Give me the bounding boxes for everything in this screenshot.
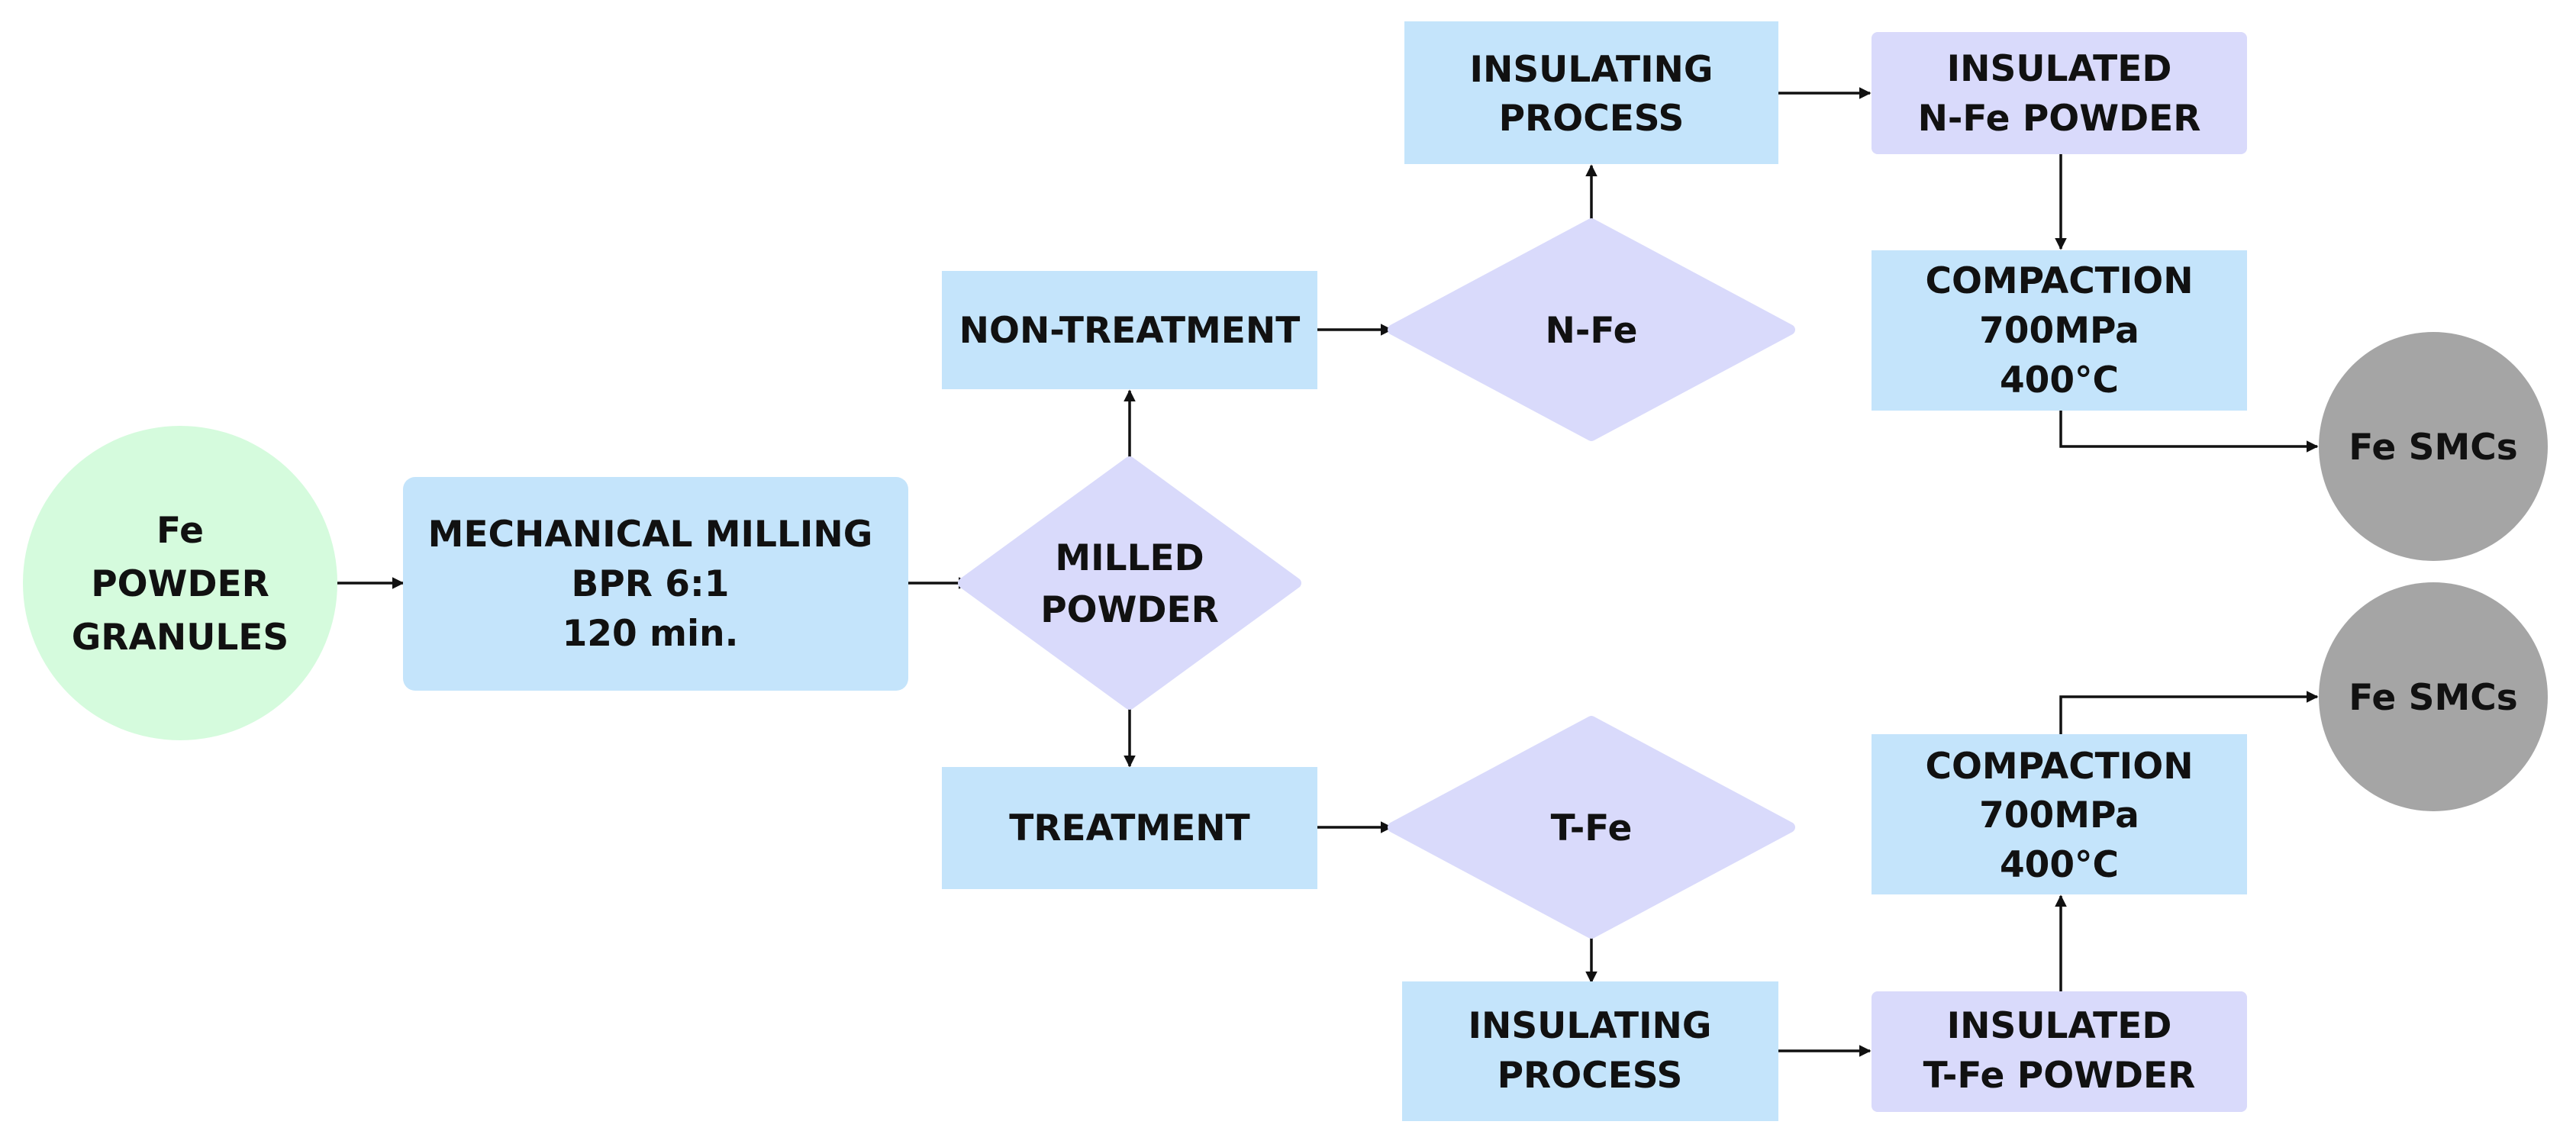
- start-circle: [23, 426, 337, 740]
- compaction-top-box: [1872, 250, 2247, 411]
- milled-diamond: [958, 456, 1301, 710]
- milled-label-line1: MILLED: [1055, 537, 1204, 579]
- insulating-bottom-node: INSULATING PROCESS: [1402, 981, 1778, 1121]
- insulating-top-box: [1404, 21, 1778, 164]
- compaction-bottom-label-line3: 400°C: [2000, 844, 2119, 886]
- compaction-bottom-label-line1: COMPACTION: [1925, 746, 2193, 788]
- milled-label-line2: POWDER: [1040, 589, 1219, 631]
- insulating-top-label-line2: PROCESS: [1499, 98, 1685, 140]
- arrow-compaction-bottom-to-smc-bottom: [2059, 691, 2319, 734]
- compaction-top-label-line2: 700MPa: [1979, 310, 2139, 352]
- insulated-n-box: [1872, 32, 2247, 154]
- n-fe-diamond: [1388, 218, 1795, 441]
- insulating-top-label-line1: INSULATING: [1470, 49, 1714, 91]
- smc-bottom-label: Fe SMCs: [2349, 677, 2518, 719]
- non-treatment-node: NON-TREATMENT: [942, 271, 1317, 389]
- smc-bottom-node: Fe SMCs: [2319, 582, 2548, 811]
- treatment-label: TREATMENT: [1009, 807, 1249, 849]
- start-label-line2: POWDER: [91, 563, 269, 605]
- connectors: [334, 87, 2319, 1057]
- compaction-top-label-line1: COMPACTION: [1925, 260, 2193, 302]
- insulated-t-label-line2: T-Fe POWDER: [1923, 1055, 2196, 1097]
- t-fe-node: T-Fe: [1388, 716, 1795, 939]
- compaction-bottom-box: [1872, 734, 2247, 894]
- milling-box: [403, 477, 908, 691]
- compaction-top-label-line3: 400°C: [2000, 359, 2119, 401]
- start-label-line1: Fe: [156, 510, 204, 552]
- arrow-compaction-top-to-smc-top: [2059, 411, 2319, 453]
- compaction-top-node: COMPACTION 700MPa 400°C: [1872, 250, 2247, 411]
- insulating-bottom-label-line2: PROCESS: [1498, 1055, 1683, 1097]
- smc-top-circle: [2319, 332, 2548, 561]
- insulated-t-node: INSULATED T-Fe POWDER: [1872, 991, 2247, 1112]
- start-node: Fe POWDER GRANULES: [23, 426, 337, 740]
- t-fe-label: T-Fe: [1551, 807, 1633, 849]
- insulating-bottom-label-line1: INSULATING: [1469, 1005, 1712, 1047]
- insulating-bottom-box: [1402, 981, 1778, 1121]
- t-fe-diamond: [1388, 716, 1795, 939]
- milled-node: MILLED POWDER: [958, 456, 1301, 710]
- insulated-t-label-line1: INSULATED: [1947, 1005, 2172, 1047]
- non-treatment-label: NON-TREATMENT: [959, 310, 1301, 352]
- smc-top-label: Fe SMCs: [2349, 427, 2518, 469]
- insulated-n-label-line2: N-Fe POWDER: [1918, 98, 2201, 140]
- smc-bottom-circle: [2319, 582, 2548, 811]
- n-fe-node: N-Fe: [1388, 218, 1795, 441]
- insulated-t-box: [1872, 991, 2247, 1112]
- compaction-bottom-label-line2: 700MPa: [1979, 794, 2139, 836]
- milling-node: MECHANICAL MILLING BPR 6:1 120 min.: [403, 477, 908, 691]
- treatment-node: TREATMENT: [942, 767, 1317, 889]
- start-label-line3: GRANULES: [72, 617, 289, 659]
- insulating-top-node: INSULATING PROCESS: [1404, 21, 1778, 164]
- milling-label-line3: 120 min.: [563, 613, 739, 655]
- milling-label-line1: MECHANICAL MILLING: [428, 514, 873, 556]
- insulated-n-label-line1: INSULATED: [1947, 48, 2172, 90]
- treatment-box: [942, 767, 1317, 889]
- insulated-n-node: INSULATED N-Fe POWDER: [1872, 32, 2247, 154]
- smc-top-node: Fe SMCs: [2319, 332, 2548, 561]
- non-treatment-box: [942, 271, 1317, 389]
- milling-label-line2: BPR 6:1: [571, 563, 729, 605]
- n-fe-label: N-Fe: [1546, 310, 1638, 352]
- compaction-bottom-node: COMPACTION 700MPa 400°C: [1872, 734, 2247, 894]
